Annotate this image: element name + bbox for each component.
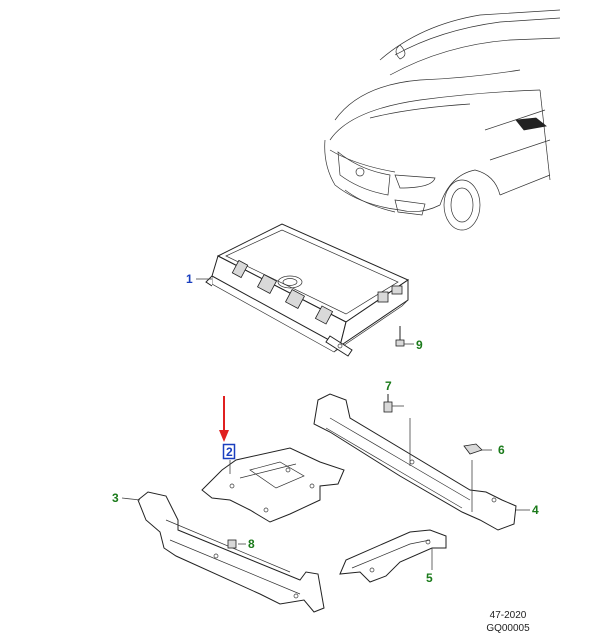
clip-8 <box>227 539 246 549</box>
callout-labels: 1 2 3 4 5 6 7 8 9 <box>112 272 539 585</box>
nut-6 <box>463 443 492 455</box>
callout-3: 3 <box>112 491 119 505</box>
mounting-bracket <box>201 447 345 523</box>
callout-2-highlight <box>222 443 236 460</box>
small-bracket <box>339 529 447 583</box>
right-rail <box>313 393 517 531</box>
callout-8: 8 <box>248 537 255 551</box>
vehicle-illustration <box>324 9 561 231</box>
reference-line-1: 47-2020 <box>490 610 527 621</box>
module-location-marker <box>515 117 547 131</box>
bolt-9 <box>395 326 414 347</box>
callout-4: 4 <box>532 503 539 517</box>
callout-6: 6 <box>498 443 505 457</box>
indicator-arrow <box>219 396 229 442</box>
control-module <box>205 223 410 357</box>
callout-7: 7 <box>385 379 392 393</box>
callout-2: 2 <box>226 445 233 459</box>
reference-code: 47-2020 GQ00005 <box>486 610 530 634</box>
callout-9: 9 <box>416 338 423 352</box>
leader-lines <box>121 278 530 511</box>
reference-line-2: GQ00005 <box>486 623 530 634</box>
screw-7 <box>383 394 404 413</box>
callout-1: 1 <box>186 272 193 286</box>
callout-5: 5 <box>426 571 433 585</box>
